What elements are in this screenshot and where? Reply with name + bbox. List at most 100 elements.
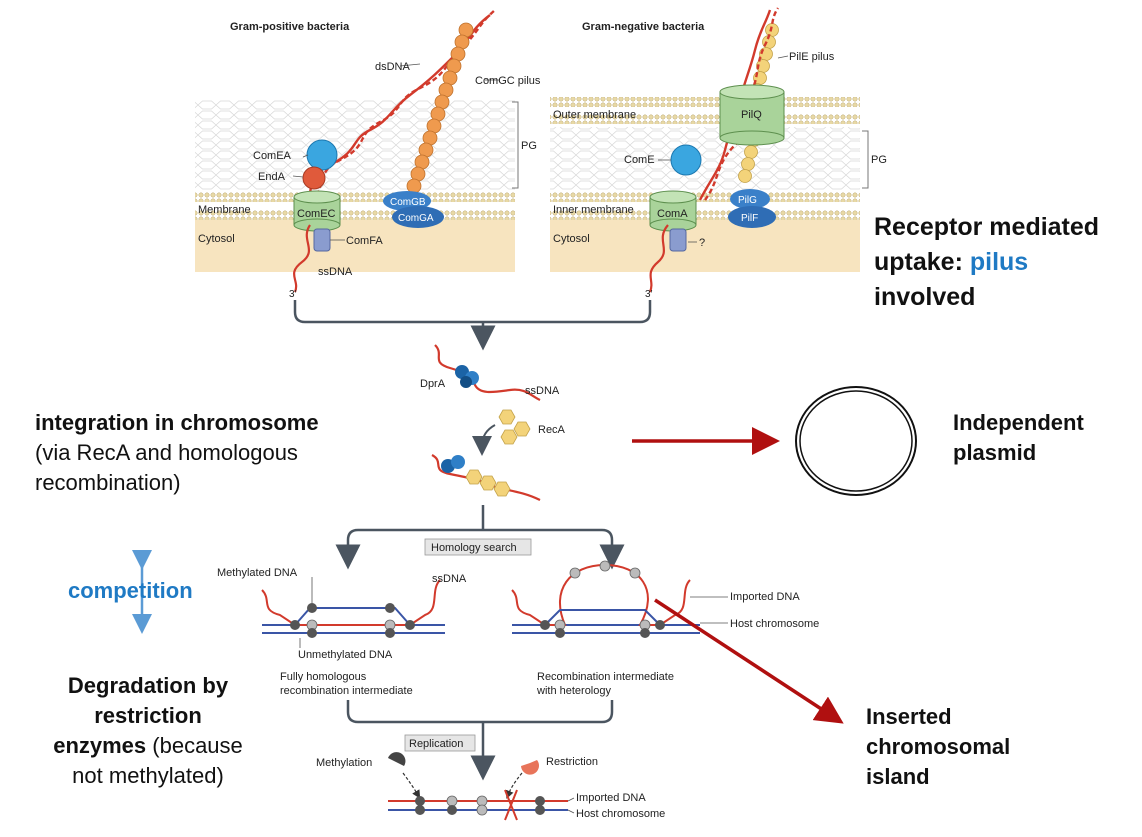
dpra-label: DprA [420, 378, 446, 390]
ssdna-right-label: ssDNA [432, 573, 467, 585]
degradation-annotation: Degradation by restriction enzymes (beca… [20, 671, 276, 791]
plasmid-annotation: Independent plasmid [953, 408, 1084, 468]
peptidoglycan-layer-gn [550, 127, 860, 190]
host-chromosome-bottom-label: Host chromosome [576, 808, 665, 820]
cytosol-region-gn [550, 220, 860, 272]
membrane-label: Membrane [198, 204, 251, 216]
homologous-intermediate [261, 577, 445, 648]
cut-mark-icon [504, 789, 518, 821]
host-chromosome-label: Host chromosome [730, 618, 819, 630]
unknown-protein [669, 228, 687, 252]
membrane-lower-leaflet [195, 210, 515, 220]
fully-homologous-label-2: recombination intermediate [280, 685, 413, 697]
receptor-line-2a: uptake: [874, 248, 970, 276]
inner-membrane-upper [550, 192, 860, 202]
plasmid-line-2: plasmid [953, 440, 1037, 465]
degradation-line-2: restriction [94, 703, 202, 728]
comea-label: ComEA [253, 150, 292, 162]
pilf-label: PilF [741, 213, 758, 224]
outer-membrane-label: Outer membrane [553, 109, 636, 121]
comec-channel [293, 190, 341, 232]
replication-bracket [346, 700, 614, 724]
island-annotation: Inserted chromosomal island [866, 702, 1010, 792]
pilg-label: PilG [738, 195, 757, 206]
gram-positive-panel: Gram-positive bacteria dsDNA ComGC pilus… [195, 9, 541, 300]
restriction-enzyme-icon [521, 760, 539, 775]
reca-label: RecA [538, 424, 566, 436]
come-protein [670, 144, 702, 176]
reca-filament [431, 454, 541, 501]
replication-label: Replication [409, 738, 463, 750]
receptor-line-2: uptake: pilus [874, 245, 1099, 280]
degradation-line-3: enzymes (because [20, 731, 276, 761]
comga-label: ComGA [398, 213, 434, 224]
comec-label: ComEC [297, 208, 336, 220]
heterology-label-2: with heterology [536, 685, 611, 697]
unmethylated-dna-label: Unmethylated DNA [298, 649, 393, 661]
unknown-label: ? [699, 237, 705, 249]
replication-box [404, 734, 476, 752]
island-arrow [654, 598, 844, 724]
homology-search-box [424, 538, 532, 556]
comgc-pilus [406, 22, 474, 194]
coma-label: ComA [657, 208, 688, 220]
island-line-2: chromosomal [866, 734, 1011, 759]
gram-negative-panel: Gram-negative bacteria PilE pilus Outer … [550, 7, 887, 300]
comgb-label: ComGB [390, 197, 426, 208]
pg-label-gn: PG [871, 154, 887, 166]
degradation-line-1: Degradation by [67, 673, 229, 698]
imported-dna-label: Imported DNA [730, 591, 800, 603]
three-prime-label: 3′ [289, 289, 297, 300]
pilf-protein [728, 206, 776, 228]
integration-line-3: recombination) [35, 470, 181, 495]
coma-channel [649, 190, 697, 232]
pilq-channel [719, 84, 785, 146]
competition-label: competition [68, 578, 193, 603]
gram-positive-title: Gram-positive bacteria [230, 21, 350, 33]
restriction-label: Restriction [546, 756, 598, 768]
reca-arrow [472, 424, 496, 456]
plasmid-line-1: Independent [953, 410, 1084, 435]
comfa-protein [313, 228, 331, 252]
enda-protein [302, 166, 326, 190]
inner-membrane-lower [550, 210, 860, 220]
ssdna-process-label: ssDNA [525, 385, 560, 397]
comfa-label: ComFA [346, 235, 383, 247]
merge-bracket [293, 300, 652, 324]
ssdna-strand [292, 224, 311, 293]
imported-dna-bottom-label: Imported DNA [576, 792, 646, 804]
membrane-upper-leaflet [195, 192, 515, 202]
cytosol-region [195, 220, 515, 272]
integration-annotation: integration in chromosome (via RecA and … [35, 408, 319, 498]
plasmid-ring [795, 386, 917, 496]
comgb-protein [383, 191, 431, 211]
degradation-line-4: not methylated) [72, 763, 224, 788]
inner-membrane-label: Inner membrane [553, 204, 634, 216]
split-bracket [346, 528, 614, 555]
pg-bracket [512, 101, 519, 189]
comga-protein [392, 206, 444, 228]
homology-search-label: Homology search [431, 542, 517, 554]
cytosol-label-gn: Cytosol [553, 233, 590, 245]
ssdna-strand-gn [648, 224, 669, 293]
pilg-protein [730, 189, 770, 209]
outer-membrane-lower [550, 114, 860, 124]
methylation-enzyme-icon [388, 752, 406, 766]
replicated-duplex [388, 789, 575, 821]
integration-line-2: (via RecA and homologous [35, 440, 298, 465]
comgc-pilus-label: ComGC pilus [475, 75, 541, 87]
receptor-line-1: Receptor mediated [874, 213, 1100, 241]
methylated-dna-label: Methylated DNA [217, 567, 298, 579]
pg-bracket-gn [862, 130, 869, 189]
receptor-line-3: involved [874, 283, 976, 311]
island-line-3: island [866, 764, 930, 789]
pilus-highlight: pilus [969, 248, 1029, 276]
integration-line-1: integration in chromosome [35, 410, 319, 435]
comea-protein [306, 139, 338, 171]
pg-label: PG [521, 140, 537, 152]
fully-homologous-label-1: Fully homologous [280, 671, 367, 683]
pile-pilus-label: PilE pilus [789, 51, 835, 63]
three-prime-label-gn: 3′ [645, 289, 653, 300]
ssdna-label: ssDNA [318, 266, 353, 278]
